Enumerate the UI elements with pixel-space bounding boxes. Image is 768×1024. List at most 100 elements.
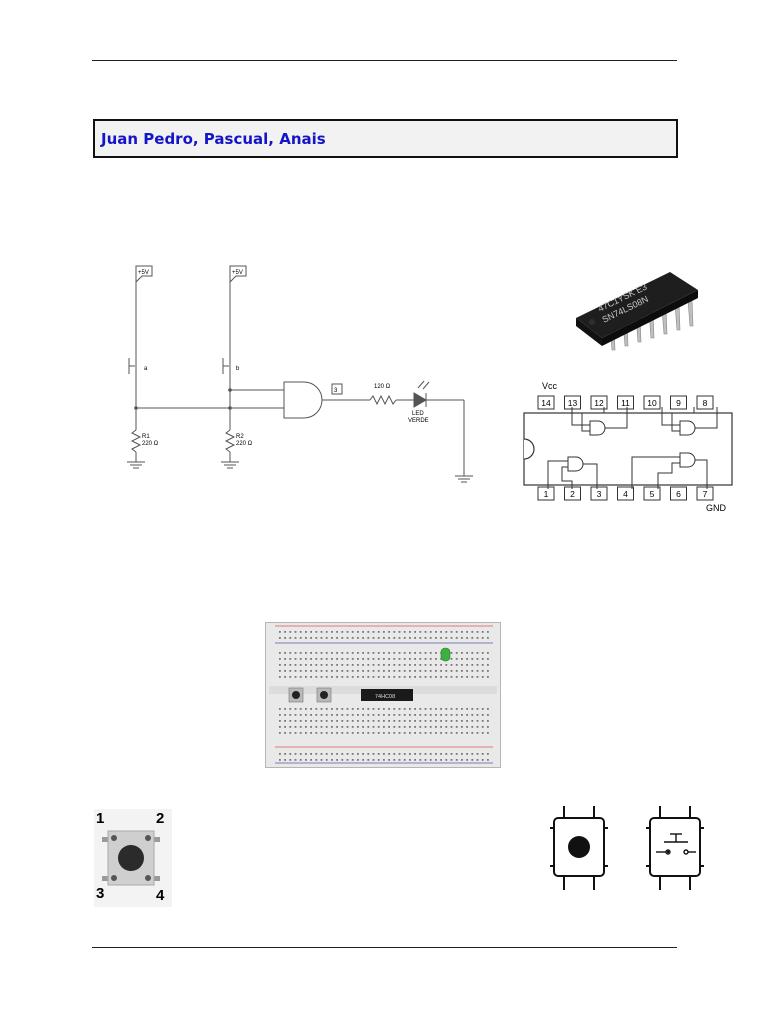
breadboard-hole xyxy=(435,670,437,672)
breadboard-hole xyxy=(481,664,484,666)
breadboard-hole xyxy=(424,670,427,672)
breadboard-hole xyxy=(279,759,281,761)
breadboard-hole xyxy=(476,714,479,716)
breadboard-hole xyxy=(450,732,453,734)
breadboard-hole xyxy=(383,708,385,710)
breadboard-hole xyxy=(362,714,364,716)
breadboard-hole xyxy=(461,631,463,633)
breadboard-hole xyxy=(346,726,349,728)
breadboard-hole xyxy=(310,664,312,666)
breadboard-hole xyxy=(320,637,323,639)
breadboard-hole xyxy=(393,726,396,728)
breadboard-hole xyxy=(445,670,448,672)
breadboard-hole xyxy=(466,753,468,755)
breadboard-hole xyxy=(284,631,286,633)
breadboard-hole xyxy=(481,732,484,734)
breadboard-hole xyxy=(279,631,281,633)
breadboard-hole xyxy=(279,664,281,666)
breadboard-hole xyxy=(487,708,489,710)
breadboard-hole xyxy=(419,631,422,633)
breadboard-hole xyxy=(466,708,468,710)
breadboard-hole xyxy=(471,759,474,761)
breadboard-hole xyxy=(294,714,297,716)
breadboard-hole xyxy=(461,714,463,716)
breadboard-hole xyxy=(455,726,458,728)
breadboard-hole xyxy=(367,676,370,678)
breadboard-hole xyxy=(429,637,432,639)
breadboard-hole xyxy=(393,637,396,639)
breadboard-hole xyxy=(299,670,302,672)
breadboard-hole xyxy=(414,753,416,755)
breadboard-hole xyxy=(440,753,442,755)
breadboard-hole xyxy=(424,759,427,761)
breadboard-hole xyxy=(388,732,390,734)
breadboard-hole xyxy=(284,753,286,755)
breadboard-hole xyxy=(362,652,364,654)
breadboard-hole xyxy=(450,658,453,660)
breadboard-hole xyxy=(289,652,292,654)
breadboard-hole xyxy=(294,670,297,672)
breadboard-hole xyxy=(346,708,349,710)
breadboard-hole xyxy=(429,714,432,716)
breadboard-hole xyxy=(445,759,448,761)
breadboard-hole xyxy=(299,732,302,734)
breadboard-hole xyxy=(383,664,385,666)
breadboard-hole xyxy=(419,708,422,710)
breadboard-hole xyxy=(466,670,468,672)
breadboard-hole xyxy=(393,708,396,710)
breadboard-hole xyxy=(279,652,281,654)
breadboard-hole xyxy=(383,631,385,633)
breadboard-hole xyxy=(367,658,370,660)
pin4-label: 4 xyxy=(156,887,165,904)
breadboard-hole xyxy=(398,637,401,639)
breadboard-hole xyxy=(341,676,344,678)
breadboard-hole xyxy=(331,676,333,678)
breadboard-hole xyxy=(471,732,474,734)
breadboard-hole xyxy=(414,676,416,678)
breadboard-hole xyxy=(476,708,479,710)
breadboard-hole xyxy=(289,732,292,734)
footer-rule xyxy=(92,947,677,948)
breadboard-hole xyxy=(289,631,292,633)
breadboard-hole xyxy=(403,732,406,734)
breadboard-hole xyxy=(398,720,401,722)
breadboard-hole xyxy=(383,670,385,672)
breadboard-hole xyxy=(325,676,328,678)
breadboard-hole xyxy=(294,631,297,633)
breadboard-hole xyxy=(372,658,375,660)
breadboard-hole xyxy=(471,714,474,716)
breadboard-hole xyxy=(398,631,401,633)
breadboard-hole xyxy=(414,664,416,666)
breadboard-hole xyxy=(440,658,442,660)
top-pin-box xyxy=(696,395,714,410)
breadboard-hole xyxy=(325,708,328,710)
breadboard-hole xyxy=(403,670,406,672)
pushbutton-symbols xyxy=(550,806,704,890)
breadboard-hole xyxy=(429,631,432,633)
breadboard-hole xyxy=(471,753,474,755)
breadboard-hole xyxy=(341,726,344,728)
breadboard-hole xyxy=(336,631,338,633)
breadboard-hole xyxy=(471,670,474,672)
top-pin-box xyxy=(617,395,634,410)
breadboard-hole xyxy=(305,708,307,710)
breadboard-hole xyxy=(476,658,479,660)
breadboard-hole xyxy=(435,726,437,728)
breadboard-hole xyxy=(351,708,354,710)
breadboard-hole xyxy=(336,670,338,672)
breadboard-hole xyxy=(419,664,422,666)
top-pin-label: 12 xyxy=(594,398,604,408)
bottom-pin-box xyxy=(590,486,608,501)
breadboard-hole xyxy=(476,732,479,734)
breadboard-hole xyxy=(279,753,281,755)
breadboard-hole xyxy=(372,652,375,654)
breadboard-hole xyxy=(346,637,349,639)
breadboard-hole xyxy=(409,714,411,716)
breadboard-hole xyxy=(487,726,489,728)
breadboard-hole xyxy=(377,753,380,755)
breadboard-hole xyxy=(393,664,396,666)
breadboard-hole xyxy=(299,676,302,678)
breadboard-hole xyxy=(466,658,468,660)
breadboard-hole xyxy=(440,720,442,722)
